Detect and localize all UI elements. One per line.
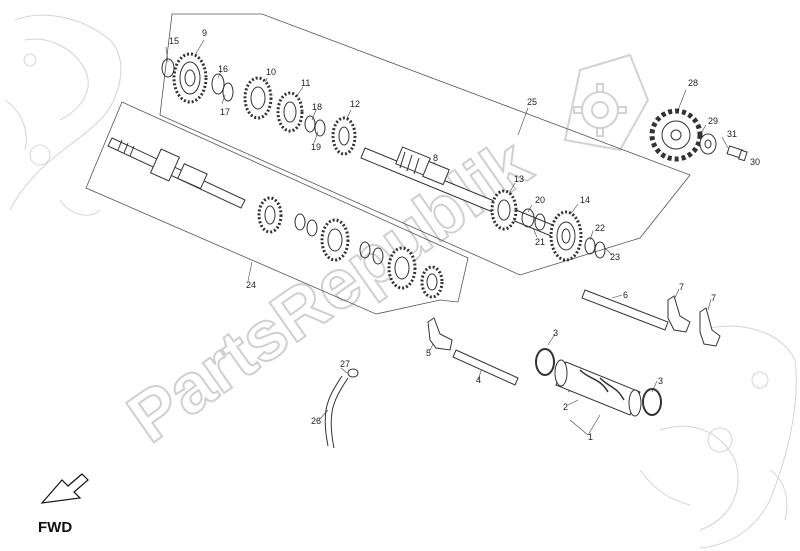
part-label-6: 6 [623,290,628,300]
mainshaft [107,137,246,209]
part-label-4: 4 [476,375,481,385]
part-label-3: 3 [553,328,558,338]
part-label-20: 20 [535,195,545,205]
gear-12 [331,116,357,156]
background-casing-right [639,325,797,549]
part-label-25: 25 [527,97,537,107]
part-label-24: 24 [246,280,256,290]
fwd-arrow-icon [40,473,89,504]
gear-lower-2 [320,218,350,262]
part-label-16: 16 [218,64,228,74]
shift-drum-1 [535,348,662,417]
part-label-2: 2 [563,402,568,412]
part-label-26: 26 [311,416,321,426]
washers [161,58,606,265]
part-label-29: 29 [708,116,718,126]
gear-14 [549,210,583,262]
part-label-28: 28 [688,78,698,88]
part-label-13: 13 [514,174,524,184]
bolt-30 [726,145,748,162]
part-label-31: 31 [727,129,737,139]
background-casing-left [4,14,122,216]
hose-26 [324,375,349,449]
part-label-8: 8 [433,153,438,163]
gear-13 [490,189,518,231]
rod-6 [581,289,669,331]
part-label-14: 14 [580,195,590,205]
part-label-11: 11 [301,78,310,88]
part-label-18: 18 [312,102,322,112]
part-label-7: 7 [679,282,684,292]
gear-lower-4 [420,265,444,299]
part-label-23: 23 [610,252,620,262]
gear-lower-3 [387,246,417,290]
part-label-12: 12 [350,99,360,109]
gear-10 [243,76,273,120]
part-label-3: 3 [658,376,663,386]
group-outline-25 [159,13,691,276]
washer-29 [699,133,717,155]
part-label-21: 21 [535,237,545,247]
gear-11 [276,91,304,133]
gear-9 [172,52,208,104]
part-label-5: 5 [426,348,431,358]
part-label-27: 27 [340,359,350,369]
rod-4 [452,349,519,386]
part-label-10: 10 [266,67,276,77]
shift-fork-7a [667,295,691,333]
sprocket-28 [649,108,703,162]
shift-fork-7b [699,307,721,347]
clamp-27 [347,368,359,378]
group-outline-24 [85,101,469,315]
part-label-19: 19 [311,142,321,152]
gear-lower-1 [257,196,283,234]
fwd-label: FWD [38,519,72,536]
shift-fork-5 [427,317,453,351]
part-label-17: 17 [220,107,230,117]
part-label-30: 30 [750,157,760,167]
watermark-gear-icon [563,53,650,152]
part-label-7: 7 [711,293,716,303]
part-label-22: 22 [595,223,605,233]
part-label-15: 15 [169,36,179,46]
part-label-9: 9 [202,28,207,38]
part-label-1: 1 [588,432,593,442]
